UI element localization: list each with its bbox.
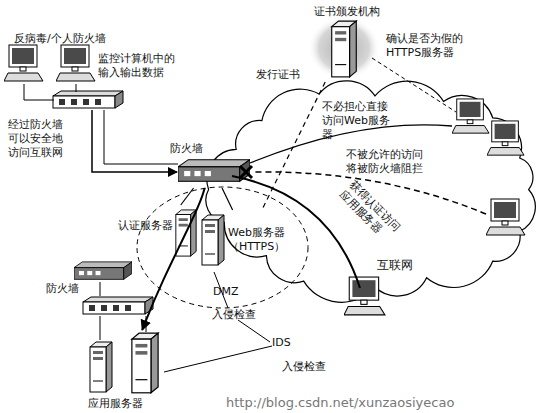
wire xyxy=(104,110,178,164)
node-label: 防火墙 xyxy=(170,142,220,156)
server-glow xyxy=(308,16,380,80)
node-label: 应用服务器 xyxy=(88,397,168,411)
firewall-device: 防火墙 xyxy=(170,142,252,188)
connector xyxy=(222,188,233,210)
computer-icon xyxy=(56,45,95,81)
certificate-authority-server: 证书颁发机构 xyxy=(300,2,390,82)
note-label: 确认是否为假的HTTPS服务器 xyxy=(386,32,470,60)
server-icon xyxy=(332,21,357,77)
node-label: 防火墙 xyxy=(46,282,96,296)
block-cross xyxy=(240,166,252,178)
note-label: 入侵检查 xyxy=(282,360,342,374)
leader-line xyxy=(238,320,270,342)
note-label: 监控计算机中的输入输出数据 xyxy=(98,52,178,80)
computer-icon xyxy=(452,99,489,133)
wire xyxy=(76,84,77,92)
hub-icon xyxy=(83,297,153,314)
server-icon xyxy=(132,333,158,393)
note-label: 不必担心直接访问Web服务器 xyxy=(322,100,394,141)
computer-icon xyxy=(486,199,525,235)
hub-icon xyxy=(53,91,123,108)
server-icon xyxy=(90,342,112,392)
node-label: 互联网 xyxy=(377,258,427,273)
web-server: Web服务器（HTTPS） xyxy=(198,210,296,270)
node-label: 证书颁发机构 xyxy=(314,5,390,19)
note-label: 入侵检查 xyxy=(212,308,272,322)
connector xyxy=(181,188,194,205)
leader-line xyxy=(214,272,228,308)
access-arrow xyxy=(92,110,177,172)
firewall-device: 防火墙 xyxy=(46,258,134,300)
note-label: 经过防火墙可以安全地访问互联网 xyxy=(8,118,68,159)
connector xyxy=(142,188,204,330)
note-label: 反病毒/个人防火墙 xyxy=(14,32,134,46)
node-label: 认证服务器 xyxy=(118,219,176,233)
firewall-icon xyxy=(74,262,132,279)
wire xyxy=(24,84,54,100)
dmz-outline xyxy=(137,187,308,308)
device-label: IDS xyxy=(272,336,312,350)
watermark: http://blog.csdn.net/xunzaosiyecao xyxy=(226,395,555,411)
computer-icon xyxy=(4,45,43,81)
wire xyxy=(100,282,101,296)
note-label: 获得认证访问应用服务器 xyxy=(337,178,406,247)
auth-server: 认证服务器 xyxy=(118,205,198,265)
leader-line xyxy=(164,346,272,372)
application-server: 应用服务器 xyxy=(80,330,172,412)
computer-icon xyxy=(487,121,524,155)
node-label: Web服务器（HTTPS） xyxy=(228,226,296,254)
node-label: DMZ xyxy=(213,285,253,299)
connector xyxy=(262,82,325,210)
dmz-zone: DMZ认证服务器Web服务器（HTTPS） xyxy=(135,185,310,310)
node-shape xyxy=(118,205,198,265)
server-icon xyxy=(202,215,224,265)
edge-label: 发行证书 xyxy=(256,68,316,82)
note-label: 不被允许的访问将被防火墙阻拦 xyxy=(346,148,430,176)
wire xyxy=(100,316,101,340)
computer-icon xyxy=(344,277,385,315)
